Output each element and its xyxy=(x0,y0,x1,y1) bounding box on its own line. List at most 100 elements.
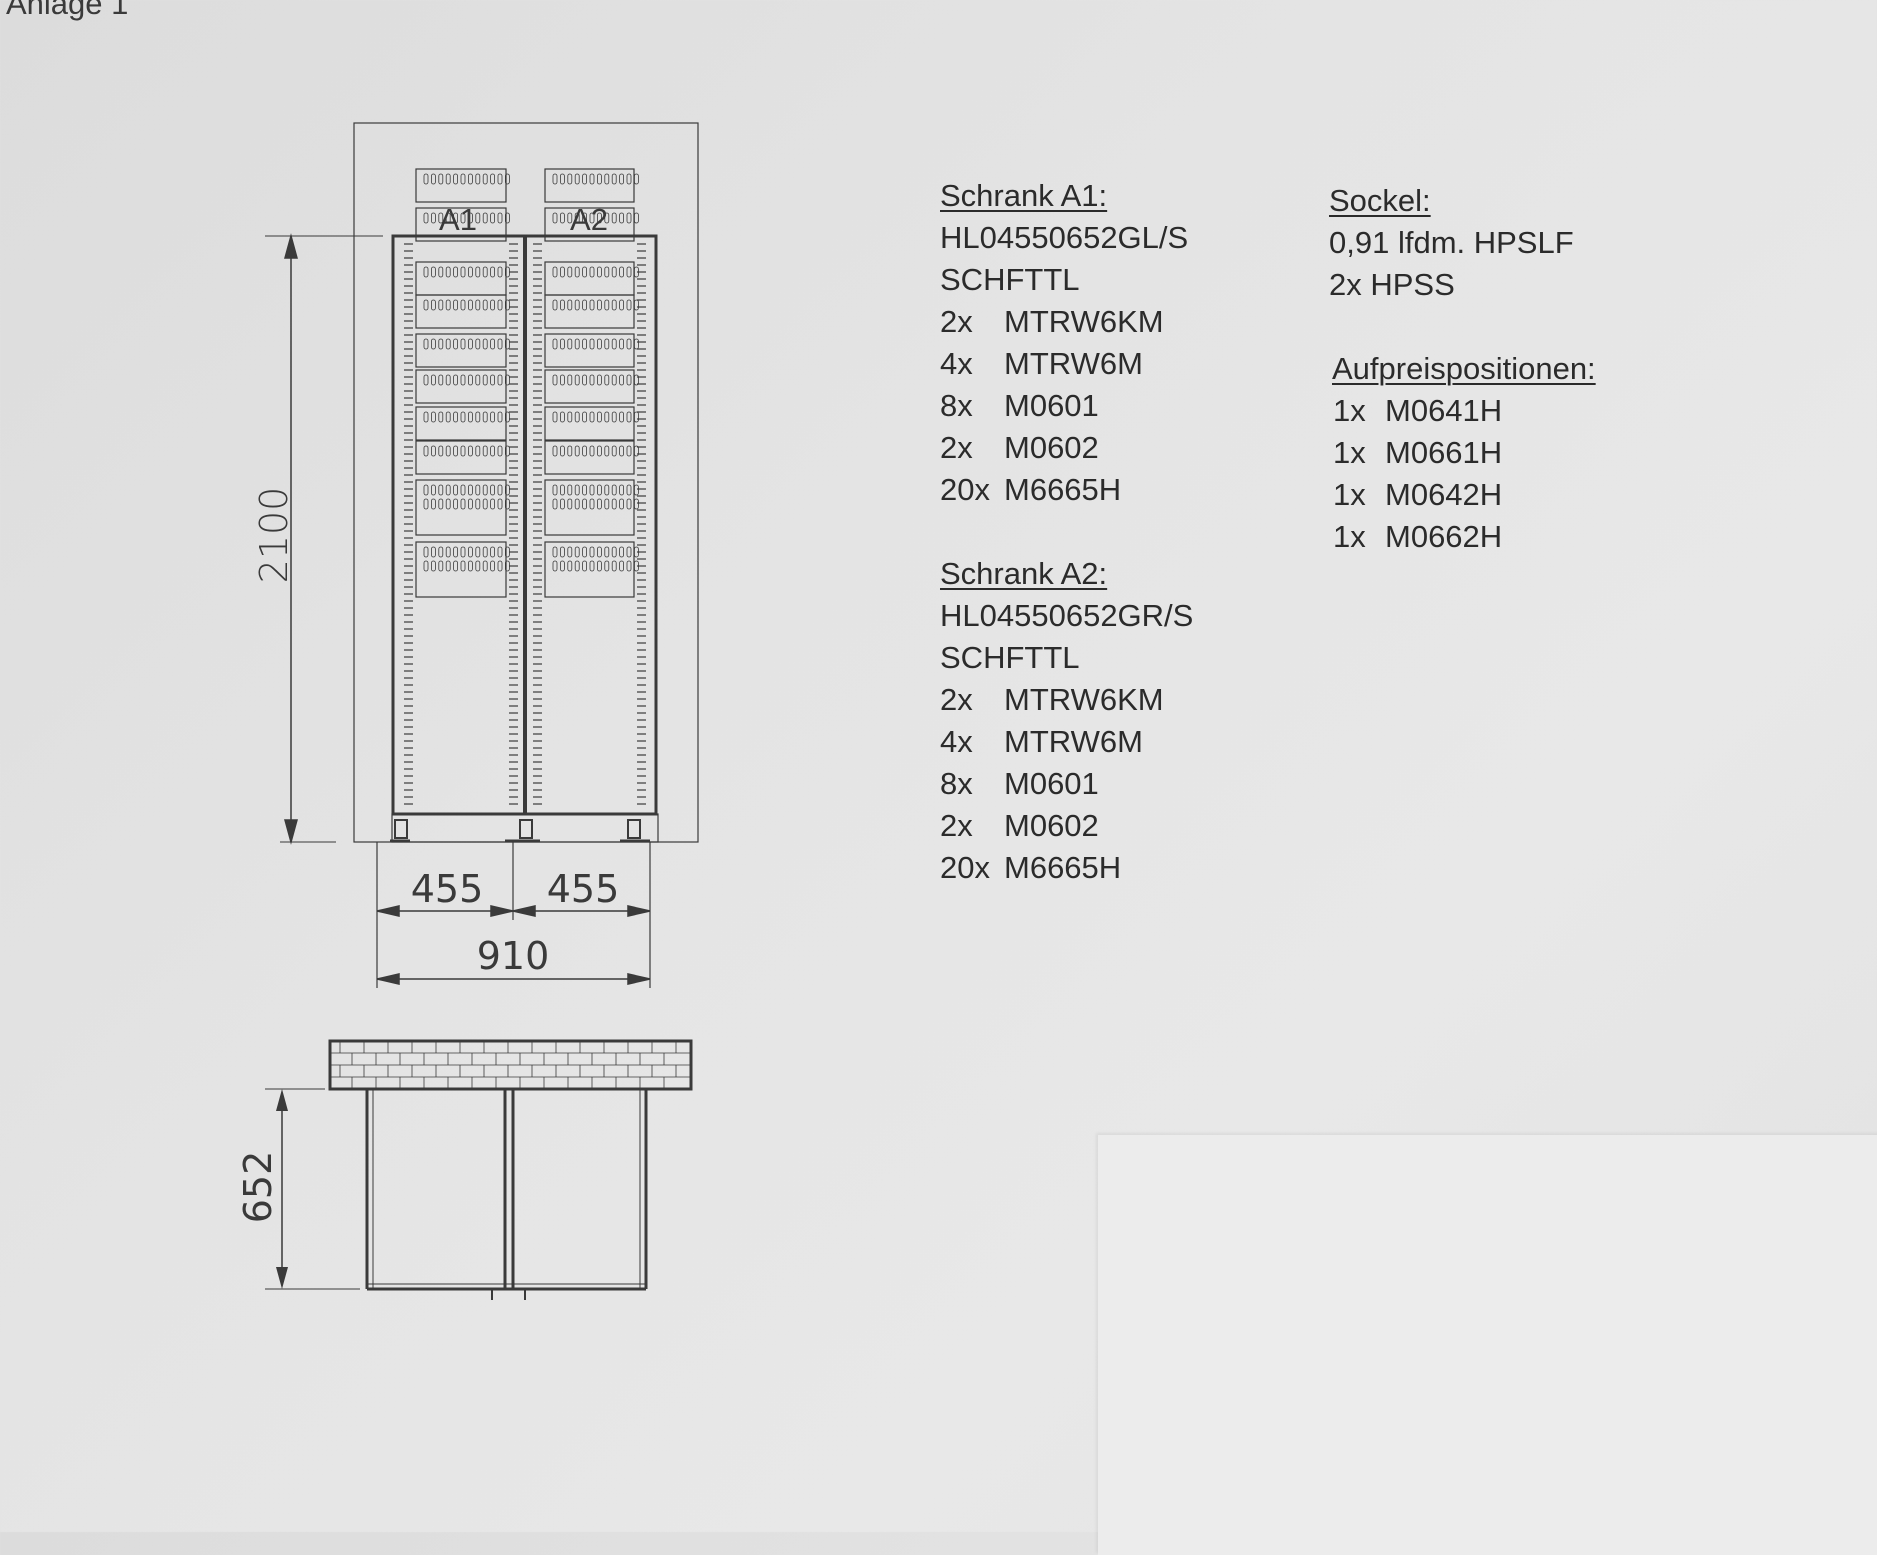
drawer-slot xyxy=(438,411,444,423)
drawer-slot xyxy=(560,212,565,224)
item-code: M0662H xyxy=(1385,519,1503,554)
drawer-slot xyxy=(475,484,481,496)
drawer-slot xyxy=(597,498,602,510)
drawer-slot xyxy=(574,374,580,386)
list-item: 8x M0601 xyxy=(940,763,1193,805)
drawer-basket xyxy=(415,168,507,203)
drawer-slot xyxy=(611,212,617,224)
drawer-slot xyxy=(597,411,602,423)
item-code: M6665H xyxy=(1004,472,1122,507)
drawer-slot xyxy=(560,374,565,386)
cabinet-label-a2: A2 xyxy=(570,202,608,237)
drawer-basket xyxy=(415,333,507,368)
drawer-slot xyxy=(619,173,624,185)
drawer-basket xyxy=(415,369,507,404)
drawer-slot xyxy=(467,374,473,386)
drawer-slot xyxy=(453,338,459,350)
drawer-slot xyxy=(497,498,503,510)
drawer-slot xyxy=(423,411,429,423)
drawer-slot xyxy=(430,266,436,278)
item-quantity: 4x xyxy=(940,724,973,759)
drawer-slot xyxy=(445,498,451,510)
drawer-slot xyxy=(634,484,639,496)
drawer-slot xyxy=(475,445,481,457)
drawer-slot xyxy=(482,266,488,278)
drawer-slot xyxy=(604,484,610,496)
schrank-a2-line: SCHFTTL xyxy=(940,640,1080,675)
drawer-slot xyxy=(475,173,481,185)
drawer-slot xyxy=(430,484,436,496)
drawer-slot xyxy=(490,411,496,423)
schrank-a1-model: HL04550652GL/S xyxy=(940,220,1189,255)
drawer-slot xyxy=(504,546,510,558)
drawer-slot xyxy=(430,546,436,558)
drawer-basket xyxy=(415,479,507,536)
drawer-slot xyxy=(634,560,639,572)
item-quantity: 1x xyxy=(1333,477,1366,512)
item-code: M0601 xyxy=(1004,766,1099,801)
drawer-slot xyxy=(574,212,580,224)
drawer-slot xyxy=(604,445,610,457)
drawer-slot xyxy=(634,212,639,224)
drawer-basket xyxy=(415,406,507,441)
drawer-slot xyxy=(475,546,481,558)
drawer-slot xyxy=(490,498,496,510)
height-arrows xyxy=(284,233,298,845)
drawer-slot xyxy=(482,484,488,496)
drawer-slot xyxy=(560,560,565,572)
drawer-slot xyxy=(460,299,466,311)
drawer-slot xyxy=(460,445,466,457)
drawer-slot xyxy=(552,212,558,224)
drawer-slot xyxy=(626,374,632,386)
drawer-slot xyxy=(552,546,558,558)
drawer-basket xyxy=(544,294,635,329)
drawer-slot xyxy=(482,411,488,423)
drawer-slot xyxy=(504,299,510,311)
drawer-slot xyxy=(604,546,610,558)
drawer-slot xyxy=(582,266,587,278)
drawer-slot xyxy=(504,560,510,572)
drawer-slot xyxy=(482,173,488,185)
drawer-slot xyxy=(490,299,496,311)
drawer-slot xyxy=(460,498,466,510)
drawer-slot xyxy=(445,560,451,572)
drawer-slot xyxy=(497,173,503,185)
drawer-slot xyxy=(574,173,580,185)
drawer-slot xyxy=(611,266,617,278)
drawer-slot xyxy=(475,374,481,386)
drawer-slot xyxy=(490,560,496,572)
drawer-slot xyxy=(589,560,595,572)
drawer-slot xyxy=(626,338,632,350)
sockel-block: Sockel: 0,91 lfdm. HPSLF 2x HPSS Aufprei… xyxy=(1329,180,1596,558)
item-code: M0602 xyxy=(1004,808,1099,843)
drawer-slot xyxy=(552,338,558,350)
drawer-slot xyxy=(475,411,481,423)
sockel-line: 2x HPSS xyxy=(1329,267,1455,302)
drawer-slot xyxy=(460,560,466,572)
drawer-slot xyxy=(604,498,610,510)
drawer-slot xyxy=(597,546,602,558)
drawer-slot xyxy=(482,498,488,510)
drawer-slot xyxy=(504,173,510,185)
drawer-slot xyxy=(619,560,624,572)
drawer-slot xyxy=(497,484,503,496)
item-code: MTRW6KM xyxy=(1004,304,1164,339)
drawer-slot xyxy=(567,498,573,510)
drawer-slot xyxy=(504,266,510,278)
drawer-slot xyxy=(504,484,510,496)
drawer-slot xyxy=(619,411,624,423)
drawer-slot xyxy=(582,212,587,224)
drawer-slot xyxy=(460,484,466,496)
drawer-slot xyxy=(611,560,617,572)
drawer-slot xyxy=(604,212,610,224)
drawer-slot xyxy=(504,445,510,457)
drawer-slot xyxy=(582,338,587,350)
item-quantity: 8x xyxy=(940,766,973,801)
drawer-slot xyxy=(430,338,436,350)
